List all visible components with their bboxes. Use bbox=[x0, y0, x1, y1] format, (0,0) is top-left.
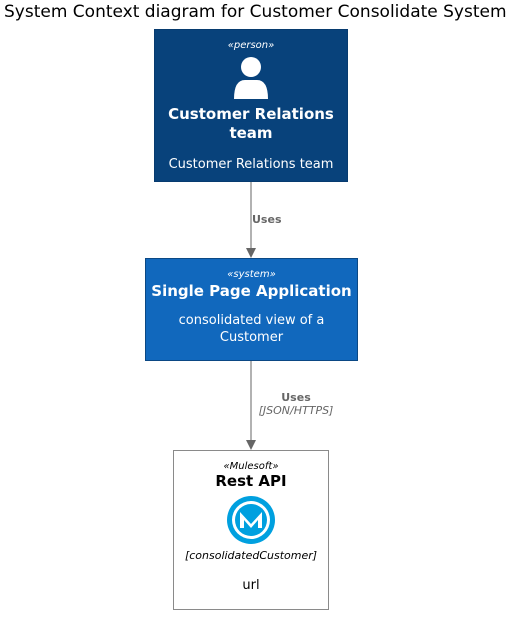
arrowhead-system-to-api bbox=[246, 440, 256, 450]
api-technology: [consolidatedCustomer] bbox=[184, 549, 318, 562]
relation-label: Uses bbox=[252, 213, 282, 226]
relation-uses-1: Uses bbox=[230, 213, 332, 226]
system-description-line1: consolidated view of a bbox=[178, 313, 325, 328]
system-description-line2: Customer bbox=[219, 330, 284, 345]
person-customer-relations-team[interactable]: «person» Customer Relations team Custome… bbox=[154, 29, 348, 182]
system-name: Single Page Application bbox=[151, 282, 352, 300]
person-icon bbox=[155, 55, 347, 99]
person-description: Customer Relations team bbox=[168, 157, 334, 172]
system-stereotype: «system» bbox=[227, 269, 276, 280]
api-name: Rest API bbox=[215, 472, 287, 490]
person-name-line2: team bbox=[229, 124, 273, 142]
relation-technology: [JSON/HTTPS] bbox=[258, 404, 334, 417]
mulesoft-logo-icon bbox=[174, 495, 328, 545]
api-stereotype: «Mulesoft» bbox=[223, 461, 279, 472]
arrowhead-person-to-system bbox=[246, 248, 256, 258]
api-description: url bbox=[242, 578, 260, 593]
diagram-title: System Context diagram for Customer Cons… bbox=[4, 2, 507, 22]
container-rest-api[interactable]: «Mulesoft» Rest API [consolidatedCustome… bbox=[173, 450, 329, 610]
relation-label: Uses bbox=[281, 391, 311, 404]
person-stereotype: «person» bbox=[227, 40, 275, 51]
relation-uses-2: Uses [JSON/HTTPS] bbox=[236, 391, 356, 417]
system-single-page-application[interactable]: «system» Single Page Application consoli… bbox=[145, 258, 358, 361]
person-name-line1: Customer Relations bbox=[168, 105, 334, 123]
